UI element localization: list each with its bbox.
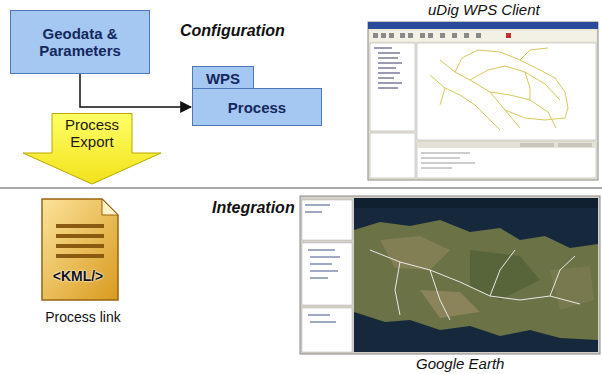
section-heading: Configuration [180, 22, 285, 40]
export-arrow: Process Export [22, 113, 162, 185]
node-text: <KML/> [28, 268, 128, 284]
node-text: Process link [28, 309, 138, 325]
section-heading: Integration [212, 199, 295, 217]
google-earth-screenshot [300, 196, 600, 354]
node-text: Process Export [52, 116, 132, 150]
screenshot-caption: uDig WPS Client [428, 1, 540, 18]
node-text: Geodata & Parameters [17, 25, 143, 59]
screenshot-caption: Google Earth [416, 355, 504, 372]
document-icon [28, 196, 138, 306]
flow-connector [80, 74, 191, 107]
node-text: WPS [206, 70, 240, 87]
node-text: Process [228, 99, 286, 116]
kml-document: <KML/> Process link [28, 196, 138, 328]
process-box: Process [192, 88, 322, 126]
udig-screenshot [368, 22, 598, 180]
divider-line [0, 188, 602, 189]
input-box: Geodata & Parameters [10, 10, 150, 74]
